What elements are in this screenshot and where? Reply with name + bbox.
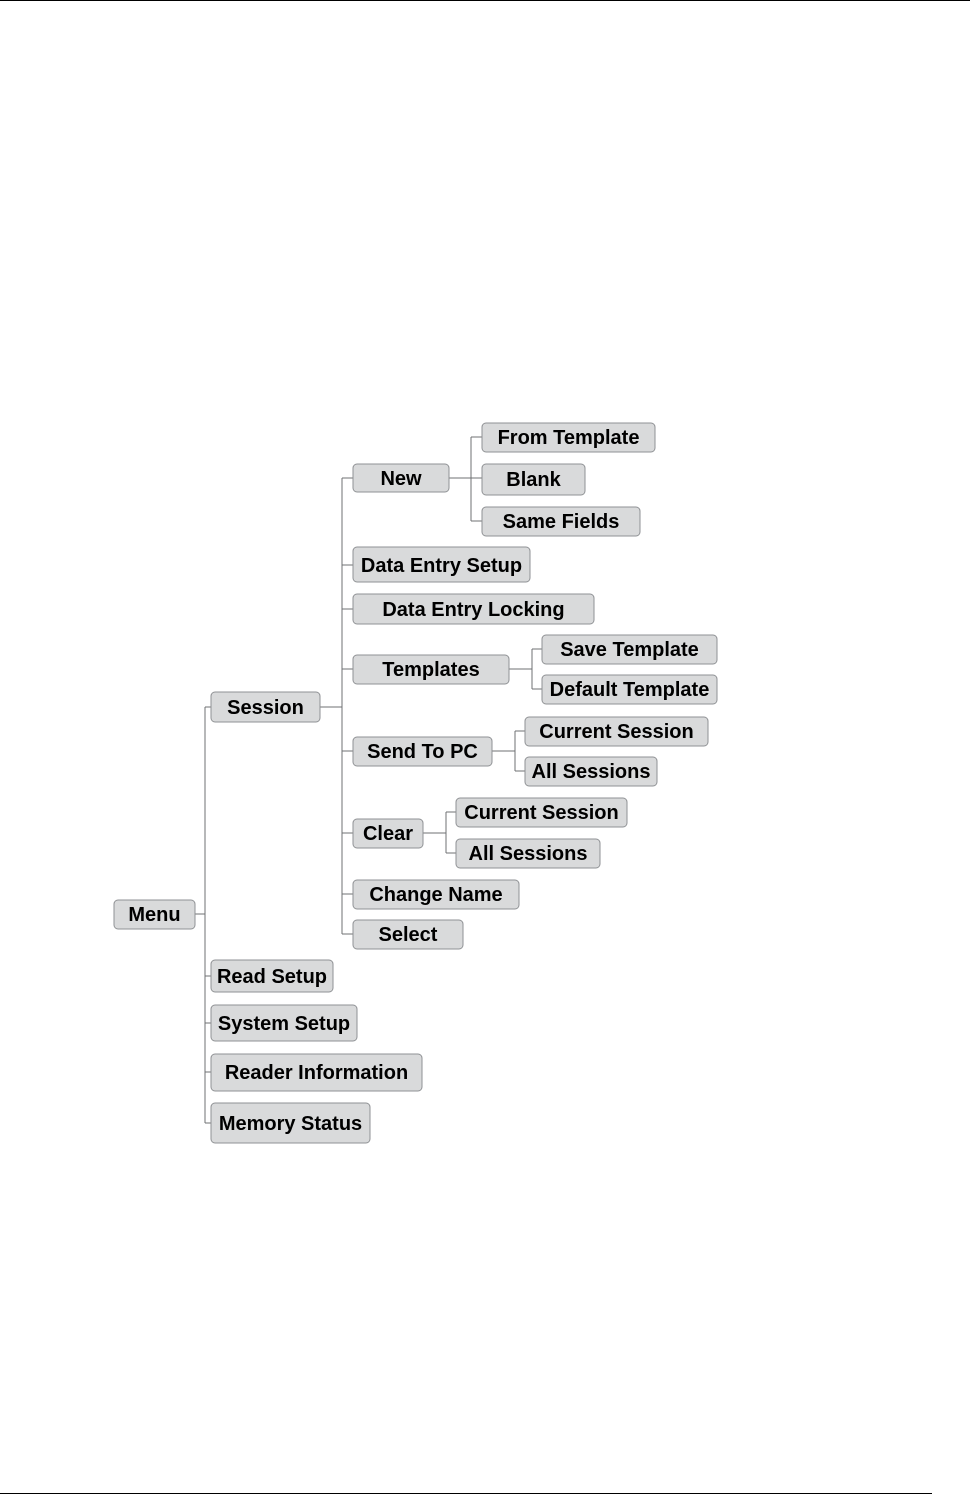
templates-node: Templates (353, 655, 509, 684)
select-node: Select (353, 920, 463, 949)
same-fields-node-label: Same Fields (503, 511, 620, 533)
session-node: Session (211, 692, 320, 722)
clear-current-session-node-label: Current Session (464, 802, 618, 824)
send-current-session-node-label: Current Session (539, 721, 693, 743)
save-template-node: Save Template (542, 635, 717, 664)
change-name-node: Change Name (353, 880, 519, 909)
send-current-session-node: Current Session (525, 717, 708, 746)
reader-information-node: Reader Information (211, 1054, 422, 1091)
clear-all-sessions-node-label: All Sessions (469, 843, 588, 865)
system-setup-node: System Setup (211, 1005, 357, 1041)
read-setup-node-label: Read Setup (217, 966, 327, 988)
clear-current-session-node: Current Session (456, 798, 627, 827)
send-to-pc-node: Send To PC (353, 737, 492, 766)
clear-all-sessions-node: All Sessions (456, 839, 600, 868)
default-template-node: Default Template (542, 675, 717, 704)
data-entry-setup-node: Data Entry Setup (353, 547, 530, 582)
select-node-label: Select (379, 924, 438, 946)
menu-node-label: Menu (128, 904, 180, 926)
session-node-label: Session (227, 697, 304, 719)
new-node-label: New (380, 468, 422, 490)
save-template-node-label: Save Template (560, 639, 699, 661)
read-setup-node: Read Setup (211, 960, 333, 992)
reader-information-node-label: Reader Information (225, 1062, 408, 1084)
from-template-node: From Template (482, 423, 655, 452)
from-template-node-label: From Template (498, 427, 640, 449)
new-node: New (353, 464, 449, 492)
data-entry-locking-node-label: Data Entry Locking (382, 599, 564, 621)
bottom-rule (0, 1493, 932, 1494)
send-all-sessions-node: All Sessions (525, 757, 657, 786)
data-entry-setup-node-label: Data Entry Setup (361, 555, 522, 577)
system-setup-node-label: System Setup (218, 1013, 350, 1035)
default-template-node-label: Default Template (550, 679, 710, 701)
change-name-node-label: Change Name (369, 884, 502, 906)
blank-node: Blank (482, 464, 585, 495)
blank-node-label: Blank (506, 469, 561, 491)
memory-status-node-label: Memory Status (219, 1113, 362, 1135)
clear-node: Clear (353, 819, 423, 848)
same-fields-node: Same Fields (482, 507, 640, 536)
data-entry-locking-node: Data Entry Locking (353, 594, 594, 624)
menu-node: Menu (114, 900, 195, 929)
memory-status-node: Memory Status (211, 1103, 370, 1143)
templates-node-label: Templates (382, 659, 479, 681)
send-all-sessions-node-label: All Sessions (532, 761, 651, 783)
clear-node-label: Clear (363, 823, 413, 845)
send-to-pc-node-label: Send To PC (367, 741, 478, 763)
